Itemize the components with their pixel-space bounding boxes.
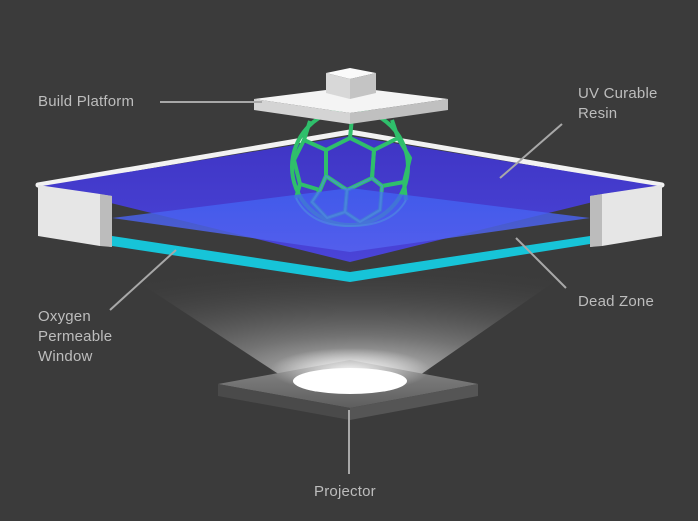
light-beam bbox=[120, 250, 600, 375]
projector-lens-light bbox=[293, 368, 407, 394]
leader-lines bbox=[109, 101, 567, 474]
uv-resin-label-line2: Resin bbox=[578, 105, 618, 122]
vat-frame bbox=[38, 185, 662, 247]
leader-dead-zone bbox=[515, 237, 567, 289]
oxygen-window bbox=[112, 236, 590, 282]
leader-oxygen-window bbox=[109, 249, 177, 311]
build-platform-label: Build Platform bbox=[38, 93, 135, 110]
oxygen-label-line1: Oxygen bbox=[38, 308, 91, 325]
projector-label: Projector bbox=[314, 483, 376, 500]
oxygen-label-line3: Window bbox=[38, 348, 93, 365]
leader-uv-resin bbox=[499, 123, 563, 179]
dead-zone-label: Dead Zone bbox=[578, 293, 655, 310]
projector-unit bbox=[218, 348, 478, 420]
oxygen-label-line2: Permeable bbox=[38, 328, 113, 345]
dead-zone-layer bbox=[112, 188, 590, 252]
build-platform bbox=[254, 68, 448, 124]
uv-resin-label-line1: UV Curable bbox=[578, 85, 658, 102]
